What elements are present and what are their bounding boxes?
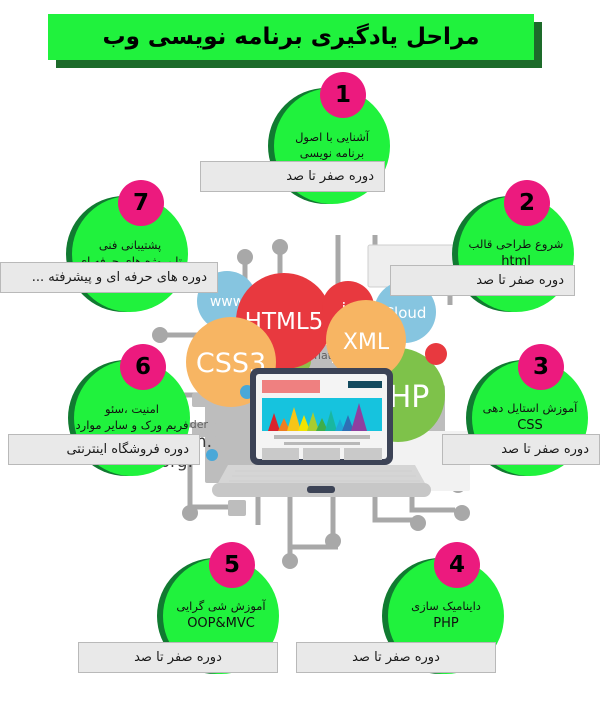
step-title-line1: امنیت ،سئو [105,402,160,417]
step-caption-text: دوره های حرفه ای و پیشرفته ... [31,270,207,285]
step-number-badge: 4 [434,542,480,588]
screen-badge [348,381,382,388]
screen-chart-triangles [268,403,367,431]
step-caption-3: دوره صفر تا صد [442,434,600,465]
step-caption-text: دوره صفر تا صد [352,650,440,665]
step-title-line2: برنامه نویسی [299,146,365,160]
svg-text:www: www [210,294,244,310]
step-title-line2: OOP&MVC [187,615,255,631]
step-number-badge: 7 [118,180,164,226]
step-title-line1: شروع طراحی قالب [468,237,564,252]
step-caption-2: دوره صفر تا صد [390,265,575,296]
step-title-line1: آموزش استایل دهی [482,401,578,416]
step-caption-5: دوره صفر تا صد [78,642,278,673]
step-node-7[interactable]: پشتیبانی فنی تا پروژه های حرفه ای 7 [66,180,194,312]
step-caption-text: دوره صفر تا صد [286,169,374,184]
step-caption-6: دوره فروشگاه اینترنتی [8,434,200,465]
step-caption-text: دوره صفر تا صد [501,442,589,457]
step-title-line1: آموزش شی گرایی [176,599,266,614]
step-title-line1: پشتیبانی فنی [98,238,162,253]
laptop-illustration [212,368,431,497]
step-number-badge: 1 [320,72,366,118]
step-number-badge: 3 [518,344,564,390]
step-caption-4: دوره صفر تا صد [296,642,496,673]
bubble-accents [206,343,447,461]
keyboard-lines [229,470,420,482]
svg-text:XML: XML [343,330,390,355]
step-title-line2: PHP [433,615,459,631]
title-banner: مراحل یادگیری برنامه نویسی وب [48,14,534,60]
tech-bubble-xml: XML [326,300,406,380]
step-caption-text: دوره صفر تا صد [476,273,564,288]
page-title: مراحل یادگیری برنامه نویسی وب [102,23,480,50]
step-number-badge: 6 [120,344,166,390]
step-title-line1: داینامیک سازی [411,599,481,614]
step-node-1[interactable]: آشنایی با اصول برنامه نویسی 1 [268,72,396,204]
step-title-line1: آشنایی با اصول [295,130,369,145]
step-caption-text: دوره فروشگاه اینترنتی [66,442,189,457]
step-title-line2: فریم ورک و سایر موارد [75,418,189,432]
step-caption-1: دوره صفر تا صد [200,161,385,192]
step-number-badge: 2 [504,180,550,226]
screen-banner [262,380,320,393]
step-title-line2: CSS [517,417,543,433]
step-number-badge: 5 [209,542,255,588]
step-caption-7: دوره های حرفه ای و پیشرفته ... [0,262,218,293]
step-caption-text: دوره صفر تا صد [134,650,222,665]
